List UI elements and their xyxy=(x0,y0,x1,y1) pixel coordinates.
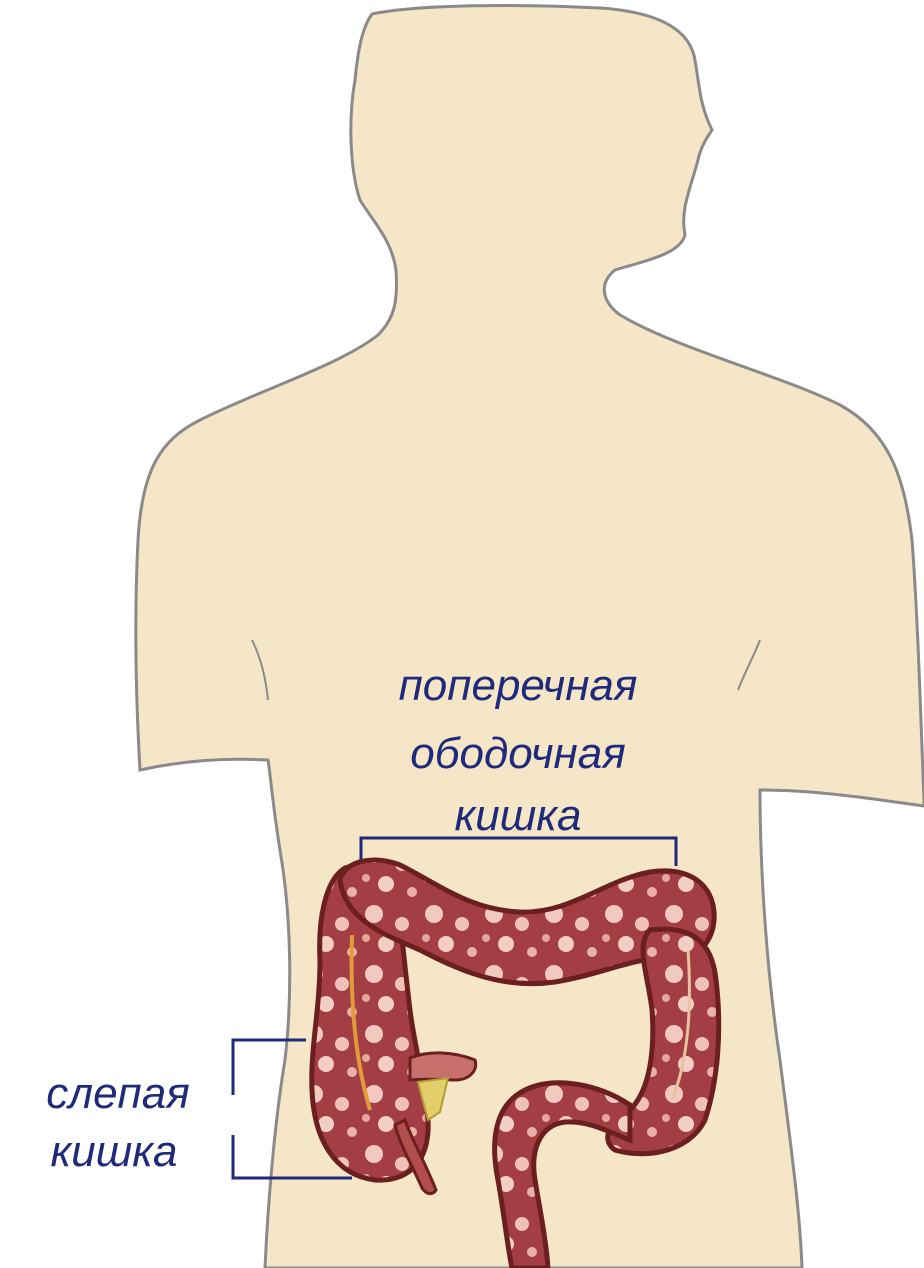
label-transverse-colon-line3: кишка xyxy=(454,791,581,840)
label-cecum-line2: кишка xyxy=(50,1127,177,1176)
label-cecum-line1: слепая xyxy=(46,1069,189,1118)
ileum-stub xyxy=(410,1053,476,1080)
label-transverse-colon-line2: ободочная xyxy=(410,729,625,778)
label-transverse-colon-line1: поперечная xyxy=(399,661,638,710)
body-silhouette xyxy=(136,6,924,1268)
